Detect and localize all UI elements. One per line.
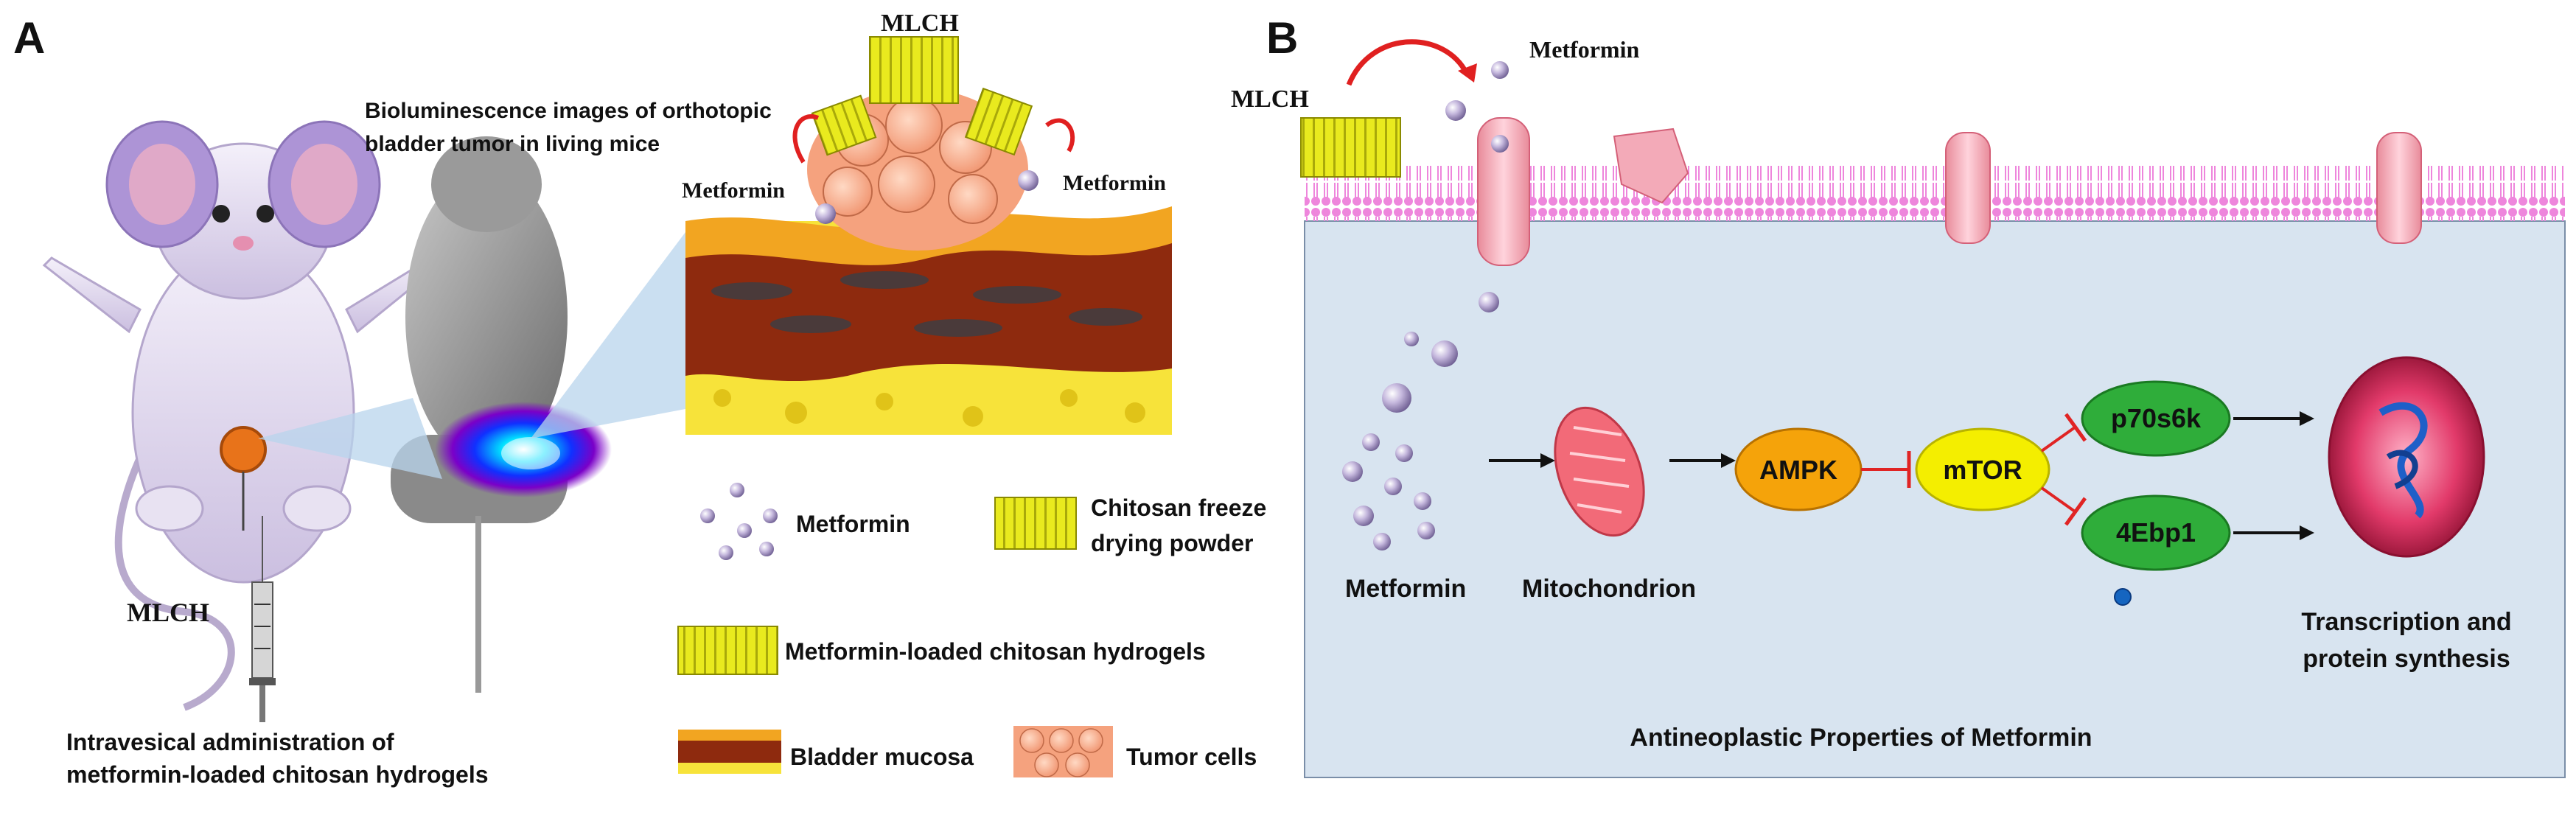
inhibit-bar-3 <box>2064 497 2087 526</box>
mtor-node <box>1915 427 2050 511</box>
panel-b-letter: B <box>1266 13 1298 63</box>
legend-chitosan-line2: drying powder <box>1091 530 1253 556</box>
4ebp1-label: 4Ebp1 <box>2116 517 2196 548</box>
chitosan-powder-legend-icon <box>994 497 1077 550</box>
membrane-channels <box>1477 117 2422 266</box>
ampk-label: AMPK <box>1759 455 1837 485</box>
legend: Metformin Chitosan freeze drying powder … <box>677 483 1266 777</box>
panel-a-letter: A <box>13 13 45 63</box>
bioluminescence-mouse-image <box>391 136 612 693</box>
arrowhead-4 <box>2300 525 2314 540</box>
arrowhead-3 <box>2300 411 2314 426</box>
syringe-illustration <box>249 516 276 722</box>
mlch-top-label: MLCH <box>881 10 959 37</box>
label-mitochondrion: Mitochondrion <box>1522 575 1696 603</box>
inhibit-bar-2 <box>2064 413 2087 442</box>
admin-caption-line2: metformin-loaded chitosan hydrogels <box>66 761 489 788</box>
4ebp1-node <box>2081 494 2231 571</box>
bladder-mucosa-legend-icon <box>678 730 781 774</box>
legend-metformin: Metformin <box>796 511 910 537</box>
cell-nucleus-illustration <box>2328 356 2485 558</box>
bladder-mucosa-section <box>685 206 1172 435</box>
mlch-label: MLCH <box>1231 85 1309 113</box>
release-arrowhead <box>1458 63 1477 83</box>
bioluminescence-title-line1: Bioluminescence images of orthotopic <box>365 99 772 123</box>
mitochondrion-illustration <box>1554 406 1645 537</box>
zoom-cone-2 <box>531 232 685 438</box>
bioluminescence-title-line2: bladder tumor in living mice <box>365 132 660 156</box>
blue-dot-marker <box>2114 588 2132 606</box>
label-transcription-line1: Transcription and <box>2301 608 2511 636</box>
release-arrow <box>1346 39 1470 86</box>
mtor-label: mTOR <box>1943 455 2022 485</box>
mlch-hydrogel-block <box>1300 117 1401 178</box>
inhibit-mtor-4ebp1 <box>2040 486 2076 513</box>
tumor-cluster <box>792 36 1075 251</box>
inhibit-mtor-p70s6k <box>2040 426 2076 452</box>
p70s6k-label: p70s6k <box>2111 403 2202 433</box>
label-transcription-line2: protein synthesis <box>2303 645 2510 673</box>
metformin-top-label: Metformin <box>1529 36 1639 63</box>
arrowhead-2 <box>1721 453 1736 468</box>
zoom-cone-1 <box>258 398 442 479</box>
metformin-spheres <box>1342 61 1509 550</box>
cartoon-mouse-illustration <box>42 120 441 711</box>
admin-caption-line1: Intravesical administration of <box>66 729 394 755</box>
panel-b-footer: Antineoplastic Properties of Metformin <box>1630 724 2092 752</box>
tumor-cells-legend-icon <box>1013 726 1113 777</box>
legend-tumor: Tumor cells <box>1126 744 1257 770</box>
legend-mucosa: Bladder mucosa <box>790 744 974 770</box>
p70s6k-node <box>2081 380 2231 457</box>
arrowhead-1 <box>1540 453 1555 468</box>
panel-a: A <box>13 10 1266 788</box>
legend-chitosan-line1: Chitosan freeze <box>1091 494 1266 521</box>
mlch-syringe-label: MLCH <box>127 598 209 627</box>
label-metformin: Metformin <box>1345 575 1466 603</box>
metformin-right-label: Metformin <box>1063 171 1166 195</box>
legend-mlch: Metformin-loaded chitosan hydrogels <box>785 638 1206 665</box>
mlch-legend-icon <box>677 626 778 675</box>
metformin-legend-icon <box>700 483 778 560</box>
metformin-left-label: Metformin <box>682 178 785 203</box>
panel-b: B MLCH Metformin <box>1231 13 2566 778</box>
